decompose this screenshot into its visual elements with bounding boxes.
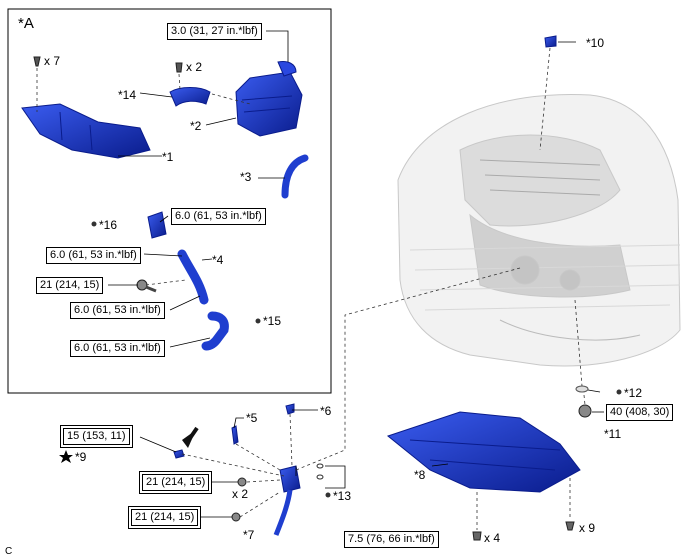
- torque-hose-a: 6.0 (61, 53 in.*lbf): [46, 247, 141, 264]
- callout-12: *12: [624, 386, 643, 400]
- callout-1: *1: [162, 150, 174, 164]
- front-arrow-icon: [182, 426, 199, 448]
- torque-part-9-value: 15 (153, 11): [63, 428, 130, 445]
- part-3-hose: [281, 154, 309, 199]
- callout-16: *16: [99, 218, 118, 232]
- part-7-pump: [273, 465, 301, 536]
- dot-markers: [91, 221, 622, 498]
- callout-10: *10: [586, 36, 605, 50]
- part-9-fitting: [173, 449, 185, 459]
- torque-part-9: 15 (153, 11): [60, 425, 133, 448]
- clip-x2-icon: [175, 62, 183, 73]
- bolt-x2-icon: [237, 477, 247, 487]
- part-4-hose: [177, 249, 209, 305]
- dashed-guide-lines: [36, 47, 586, 530]
- callout-13: *13: [333, 489, 352, 503]
- torque-hose-b: 6.0 (61, 53 in.*lbf): [70, 302, 165, 319]
- part-11-bolt: [578, 404, 592, 418]
- callout-8: *8: [414, 468, 426, 482]
- torque-part-7-value: 21 (214, 15): [131, 509, 199, 526]
- engine-compartment-illustration: [397, 93, 681, 367]
- callout-5: *5: [246, 411, 258, 425]
- clip-x9-icon: [565, 521, 575, 531]
- part-6-connector: [285, 403, 295, 415]
- part-12-washer: [575, 385, 589, 393]
- callout-4: *4: [212, 253, 224, 267]
- bolt-x4-icon: [472, 531, 482, 541]
- torque-bolt-x2: 21 (214, 15): [139, 471, 213, 494]
- part-5-bracket: [231, 425, 239, 445]
- callout-15: *15: [263, 314, 282, 328]
- callout-9: *9: [75, 450, 87, 464]
- part-2-air-cleaner: [235, 61, 303, 137]
- part-1-cover: [21, 103, 151, 159]
- torque-part-11: 40 (408, 30): [606, 404, 674, 421]
- torque-part-16: 6.0 (61, 53 in.*lbf): [171, 208, 266, 225]
- part-10-cap: [544, 35, 557, 48]
- leader-lines: [108, 30, 604, 518]
- panel-title: *A: [18, 15, 34, 32]
- bolt-7-icon: [231, 512, 241, 522]
- torque-air-cleaner: 3.0 (31, 27 in.*lbf): [167, 23, 262, 40]
- callout-14: *14: [118, 88, 137, 102]
- clip-x7-icon: [33, 56, 41, 67]
- quantity-x4: x 4: [484, 531, 501, 545]
- part-14-duct: [169, 87, 211, 107]
- part-16-grommet: [147, 211, 167, 239]
- callout-2: *2: [190, 119, 202, 133]
- quantity-x7: x 7: [44, 54, 61, 68]
- panel-a-border: [7, 8, 332, 394]
- torque-bolt-x2-value: 21 (214, 15): [142, 474, 210, 491]
- callout-3: *3: [240, 170, 252, 184]
- torque-part-15: 6.0 (61, 53 in.*lbf): [70, 340, 165, 357]
- quantity-x2-bolt: x 2: [232, 487, 249, 501]
- part-8-under-cover: [386, 411, 581, 493]
- callout-11: *11: [604, 427, 622, 441]
- quantity-x2-clip: x 2: [186, 60, 203, 74]
- bolt-icon: [136, 279, 157, 293]
- torque-part-8: 7.5 (76, 66 in.*lbf): [344, 531, 439, 548]
- star-icon: [59, 450, 73, 463]
- callout-7: *7: [243, 528, 255, 542]
- torque-bolt-21a: 21 (214, 15): [36, 277, 104, 294]
- part-13-clamps: [316, 463, 324, 480]
- part-15-hose: [201, 311, 229, 351]
- quantity-x9: x 9: [579, 521, 596, 535]
- figure-letter: C: [5, 546, 13, 557]
- callout-6: *6: [320, 404, 332, 418]
- torque-part-7: 21 (214, 15): [128, 506, 202, 529]
